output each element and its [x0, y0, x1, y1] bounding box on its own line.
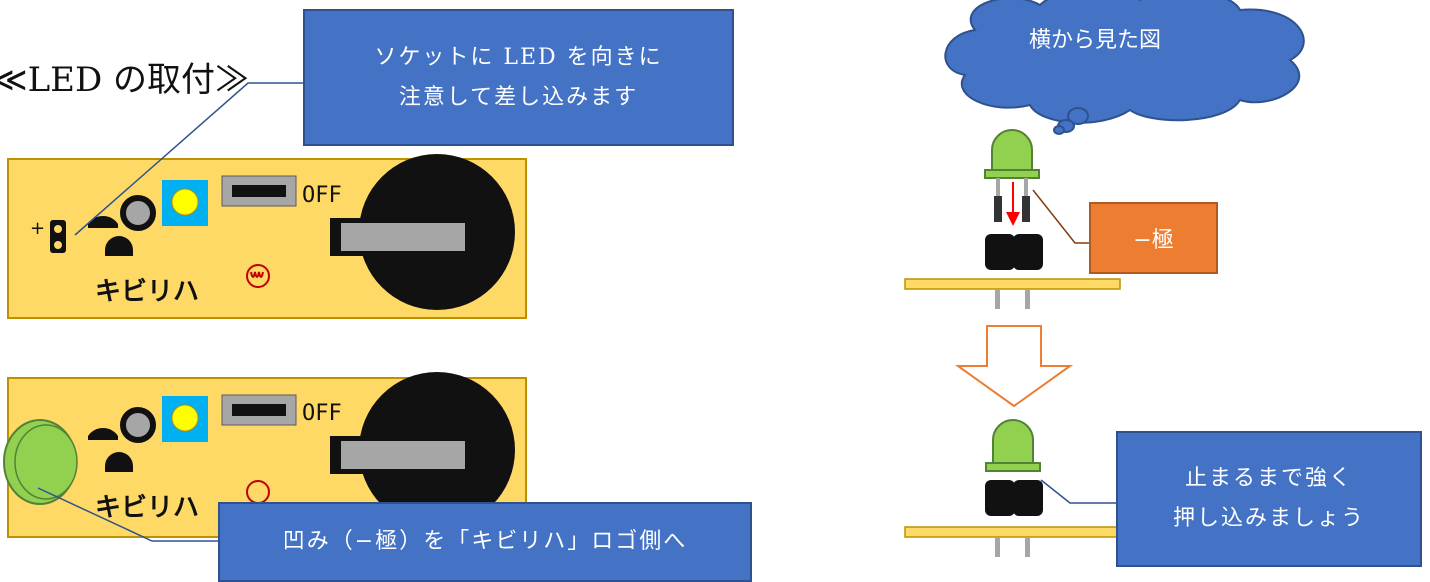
callout-notch-direction: 凹み（−極）を「キビリハ」ロゴ側へ: [218, 502, 752, 582]
minus-pole-label: −極: [1089, 202, 1218, 274]
cloud: [944, 0, 1305, 135]
callout-push-in: 止まるまで強く 押し込みましょう: [1116, 431, 1422, 567]
callout-line-1: ソケットに LED を向きに: [374, 44, 663, 70]
board-logo: キビリハ: [95, 493, 199, 523]
down-arrow: [954, 325, 1074, 408]
cloud-label: 横から見た図: [1028, 28, 1161, 53]
page-heading: ≪LED の取付≫: [0, 60, 250, 100]
led-socket: [50, 220, 66, 253]
callout-line-2: 押し込みましょう: [1172, 506, 1365, 531]
side-view-before: [904, 129, 1121, 309]
callout-text: 凹み（−極）を「キビリハ」ロゴ側へ: [282, 529, 688, 554]
callout-line-2: 注意して差し込みます: [398, 84, 639, 110]
plus-mark: +: [30, 218, 45, 239]
switch-off-label: OFF: [302, 183, 342, 208]
callout-insert-led: ソケットに LED を向きに 注意して差し込みます: [303, 9, 734, 146]
connector-bottom: [37, 487, 218, 542]
connector-top: [74, 82, 303, 236]
callout-line-1: 止まるまで強く: [1184, 466, 1353, 491]
board-bottom: OFF キビリハ: [3, 372, 527, 538]
board-top: + OFF キビリハ: [7, 154, 527, 319]
switch-off-label: OFF: [302, 401, 342, 426]
side-view-after: [904, 419, 1121, 557]
board-logo: キビリハ: [95, 277, 199, 307]
